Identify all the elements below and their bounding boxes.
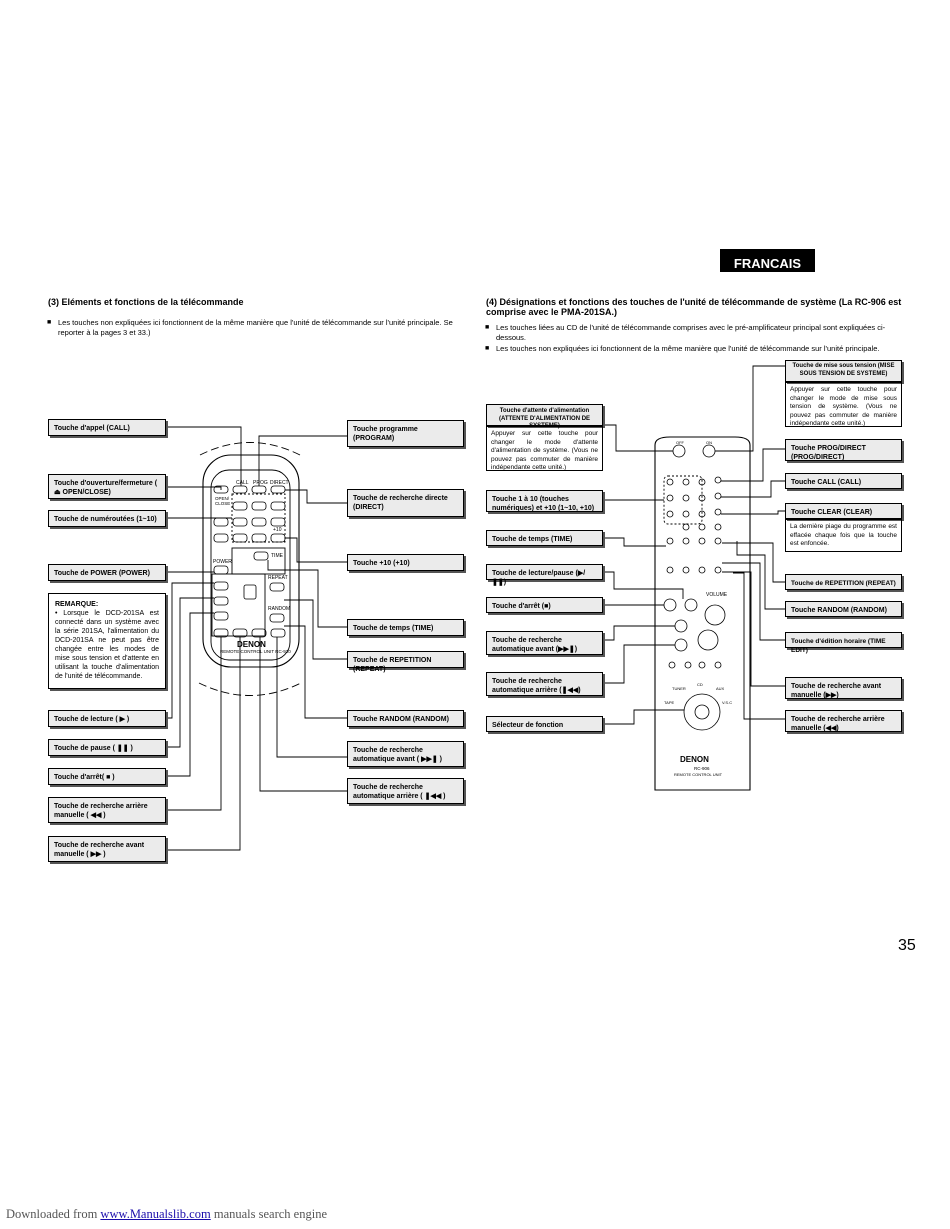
label-repeat: Touche de REPETITION (REPEAT) (347, 651, 464, 673)
label-program: Touche programme (PROGRAM) (347, 420, 464, 447)
left-bullet-1: Les touches non expliquées ici fonctionn… (47, 318, 473, 338)
remark-body: Lorsque le DCD-201SA est connecté dans u… (55, 610, 160, 680)
left-section-title: (3) Eléments et fonctions de la télécomm… (48, 297, 244, 307)
label-random: Touche RANDOM (RANDOM) (347, 710, 464, 727)
right-remote-model: RC-906 (694, 766, 710, 771)
footer-prefix: Downloaded from (6, 1207, 101, 1221)
svg-text:AUX: AUX (716, 686, 725, 691)
label-prev-right: Touche de recherche automatique arrière … (486, 672, 603, 696)
label-call: Touche d'appel (CALL) (48, 419, 166, 436)
svg-text:TUNER: TUNER (672, 686, 686, 691)
label-open-close: Touche d'ouverture/fermeture ( ⏏ OPEN/CL… (48, 474, 166, 499)
svg-text:CLOSE: CLOSE (215, 501, 230, 506)
label-random-right: Touche RANDOM (RANDOM) (785, 601, 902, 617)
right-remote-off-label: OFF (676, 440, 685, 445)
label-ff: Touche de recherche avant manuelle ( ▶▶ … (48, 836, 166, 862)
label-power: Touche de POWER (POWER) (48, 564, 166, 581)
label-rew-right: Touche de recherche arrière manuelle (◀◀… (785, 710, 902, 732)
left-remote-body (202, 454, 300, 668)
left-remote-power-label: POWER (213, 559, 232, 565)
left-remote-random-label: RANDOM (268, 606, 290, 612)
right-remote-brand: DENON (680, 755, 709, 764)
left-remote-direct-label: DIRECT (270, 480, 289, 486)
language-tab: FRANCAIS (720, 249, 815, 272)
label-1-to-10: Touche 1 à 10 (touches numériques) et +1… (486, 490, 603, 512)
right-bullet-1: Les touches liées au CD de l'unité de té… (485, 323, 914, 343)
left-remote-call-label: CALL (236, 480, 249, 486)
left-remote-buttons (213, 485, 286, 638)
power-on-description: Appuyer sur cette touche pour changer le… (785, 382, 902, 427)
label-stop: Touche d'arrêt( ■ ) (48, 768, 166, 785)
left-remote-repeat-label: REPEAT (268, 575, 288, 581)
left-remote-brand: DENON (237, 640, 266, 649)
label-time-edit: Touche d'édition horaire (TIME EDIT) (785, 632, 902, 654)
right-remote-body (654, 436, 751, 791)
remark-text: • Lorsque le DCD-201SA est connecté dans… (55, 609, 159, 681)
remark-note: REMARQUE: • Lorsque le DCD-201SA est con… (48, 593, 166, 689)
label-prog-direct: Touche PROG/DIRECT (PROG/DIRECT) (785, 439, 902, 461)
svg-text:CD: CD (697, 682, 703, 687)
label-plus10: Touche +10 (+10) (347, 554, 464, 571)
label-pause: Touche de pause ( ❚❚ ) (48, 739, 166, 756)
label-rew: Touche de recherche arrière manuelle ( ◀… (48, 797, 166, 823)
label-standby: Touche d'attente d'alimentation (ATTENTE… (486, 404, 603, 429)
left-remote-inner (210, 469, 291, 661)
footer-link[interactable]: www.Manualslib.com (100, 1207, 211, 1221)
left-remote-model: REMOTE CONTROL UNIT RC-920 (220, 649, 291, 654)
label-next: Touche de recherche automatique avant ( … (347, 741, 464, 767)
left-remote-open-label: OPEN/ (215, 496, 230, 501)
svg-text:TAPE: TAPE (664, 700, 674, 705)
label-play-pause: Touche de lecture/pause (▶/❚❚) (486, 564, 603, 586)
label-direct: Touche de recherche directe (DIRECT) (347, 489, 464, 517)
right-bullet-2: Les touches non expliquées ici fonctionn… (485, 344, 914, 354)
label-play: Touche de lecture ( ▶ ) (48, 710, 166, 727)
label-next-right: Touche de recherche automatique avant (▶… (486, 631, 603, 655)
standby-description: Appuyer sur cette touche pour changer le… (486, 426, 603, 471)
right-remote-sub: REMOTE CONTROL UNIT (674, 772, 723, 777)
label-time: Touche de temps (TIME) (347, 619, 464, 636)
right-remote-on-label: ON (706, 440, 712, 445)
label-prev: Touche de recherche automatique arrière … (347, 778, 464, 804)
label-repeat-right: Touche de REPETITION (REPEAT) (785, 574, 902, 590)
footer: Downloaded from www.Manualslib.com manua… (6, 1207, 327, 1222)
right-remote-volume-label: VOLUME (706, 592, 728, 598)
left-remote-dashed-outline (198, 442, 302, 696)
left-remote-plus10-label: +10 (273, 527, 282, 533)
svg-text:V.S.C: V.S.C (722, 700, 732, 705)
label-time-right: Touche de temps (TIME) (486, 530, 603, 546)
right-section-title: (4) Désignations et fonctions des touche… (486, 297, 902, 317)
page-number: 35 (898, 937, 916, 954)
left-remote-time-label: TIME (271, 553, 284, 559)
label-clear: Touche CLEAR (CLEAR) (785, 503, 902, 519)
label-stop-right: Touche d'arrêt (■) (486, 597, 603, 613)
label-ff-right: Touche de recherche avant manuelle (▶▶) (785, 677, 902, 699)
label-call-right: Touche CALL (CALL) (785, 473, 902, 489)
label-number-keys: Touche de numéroutées (1~10) (48, 510, 166, 527)
remark-title: REMARQUE: (55, 601, 99, 608)
clear-description: La dernière piage du programme est effac… (785, 519, 902, 552)
remark-bullet: • (55, 610, 64, 617)
label-function-selector: Sélecteur de fonction (486, 716, 603, 732)
left-remote-prog-label: PROG (253, 480, 268, 486)
footer-suffix: manuals search engine (210, 1207, 327, 1221)
label-power-on: Touche de mise sous tension (MISE SOUS T… (785, 360, 902, 382)
